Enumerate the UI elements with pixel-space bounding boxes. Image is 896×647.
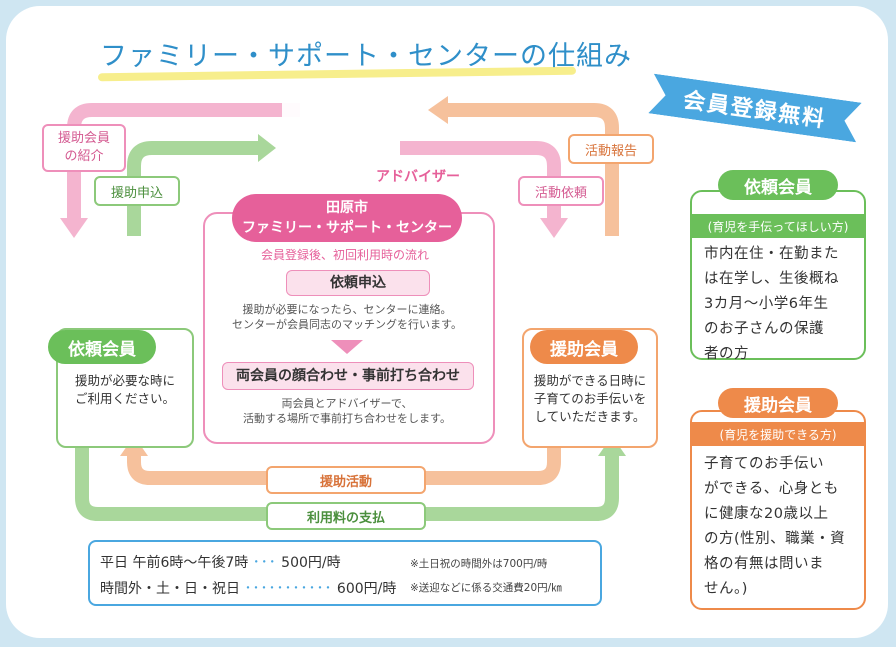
advisor-label: アドバイザー [376,169,460,185]
requester-info-line: は在学し、生後概ね [704,271,839,287]
center-frame [203,212,495,444]
requester-info-panel: (育児を手伝ってほしい方) 市内在住・在勤また は在学し、生後概ね 3カ月〜小学… [690,190,866,362]
step-meeting-desc-line1: 両会員とアドバイザーで、 [281,397,413,410]
step-meeting-desc: 両会員とアドバイザーで、 活動する場所で事前打ち合わせをします。 [214,396,480,426]
help-request-label: 援助申込 [94,176,180,206]
requester-info-line: 者の方 [704,346,749,362]
helper-illustration [520,238,660,336]
requester-info-body: 市内在住・在勤また は在学し、生後概ね 3カ月〜小学6年生 のお子さんの保護 者… [704,242,854,367]
fee-holiday-dots: ･･･････････ [244,581,333,597]
requester-info-subtitle: (育児を手伝ってほしい方) [692,214,864,238]
help-request-arrow [127,141,262,236]
helper-info-body: 子育てのお手伝い ができる、心身とも に健康な20歳以上 の方(性別、職業・資 … [704,452,854,602]
fee-note-holiday-overtime: ※土日祝の時間外は700円/時 [410,558,548,570]
step-request-desc-line1: 援助が必要になったら、センターに連絡。 [242,303,452,316]
helper-member-line1: 援助ができる日時に [533,373,647,388]
requester-info-line: 3カ月〜小学6年生 [704,296,829,312]
activity-request-arrow [400,141,561,222]
fee-weekday-label: 平日 午前6時〜午後7時 [100,555,249,571]
helper-info-line: せん。) [704,581,748,597]
requester-member-line1: 援助が必要な時に [74,373,175,388]
fee-row-holiday: 時間外・土・日・祝日 ･･･････････ 600円/時 [100,578,396,598]
activity-report-label: 活動報告 [568,134,654,164]
helper-info-line: の方(性別、職業・資 [704,531,846,547]
requester-info-line: 市内在住・在勤また [704,246,839,262]
step-request: 依頼申込 [286,270,430,296]
requester-member-label: 依頼会員 [48,330,156,364]
step-request-desc-line2: センターが会員同志のマッチングを行います。 [232,318,462,331]
requester-illustration [40,238,162,336]
step-down-arrow [331,340,363,354]
center-name-line1: 田原市 [326,200,368,216]
requester-member-line2: ご利用ください。 [74,391,175,406]
referral-arrowhead [60,218,88,238]
fee-row-weekday: 平日 午前6時〜午後7時 ･･･ 500円/時 [100,552,341,572]
helper-info-title: 援助会員 [718,388,838,418]
activity-request-label: 活動依頼 [518,176,604,206]
fee-note-transport: ※送迎などに係る交通費20円/㎞ [410,582,562,594]
helper-member-line3: していただきます。 [534,409,646,424]
fee-holiday-label: 時間外・土・日・祝日 [100,581,240,597]
fee-box: 平日 午前6時〜午後7時 ･･･ 500円/時 時間外・土・日・祝日 ･････… [88,540,602,606]
support-activity-label: 援助活動 [266,466,426,494]
step-meeting: 両会員の顔合わせ・事前打ち合わせ [222,362,474,390]
helper-info-line: に健康な20歳以上 [704,506,829,522]
helper-info-panel: (育児を援助できる方) 子育てのお手伝い ができる、心身とも に健康な20歳以上… [690,410,866,610]
step-meeting-desc-line2: 活動する場所で事前打ち合わせをします。 [243,412,451,425]
fee-payment-label: 利用料の支払 [266,502,426,530]
page-title: ファミリー・サポート・センターの仕組み [100,41,632,72]
fee-weekday-dots: ･･･ [252,555,277,571]
activity-request-arrowhead [540,218,568,238]
requester-info-line: のお子さんの保護 [704,321,824,337]
helper-member-line2: 子育てのお手伝いを [533,391,647,406]
advisor-illustration [282,92,374,178]
helper-info-line: 格の有無は問いま [704,556,824,572]
center-subheading: 会員登録後、初回利用時の流れ [260,248,429,262]
fee-weekday-price: 500円/時 [281,555,341,571]
center-name-line2: ファミリー・サポート・センター [242,220,452,236]
step-request-desc: 援助が必要になったら、センターに連絡。 センターが会員同志のマッチングを行います… [214,302,480,332]
requester-info-title: 依頼会員 [718,170,838,200]
helper-member-label: 援助会員 [530,330,638,364]
helper-info-subtitle: (育児を援助できる方) [692,422,864,446]
help-request-arrowhead [258,134,276,162]
activity-report-arrow [444,103,619,236]
activity-report-arrowhead [428,96,448,124]
helper-info-line: 子育てのお手伝い [704,456,824,472]
referral-label: 援助会員 の紹介 [42,124,126,172]
center-name: 田原市 ファミリー・サポート・センター [232,194,462,242]
helper-info-line: ができる、心身とも [704,481,839,497]
fee-holiday-price: 600円/時 [336,581,397,597]
